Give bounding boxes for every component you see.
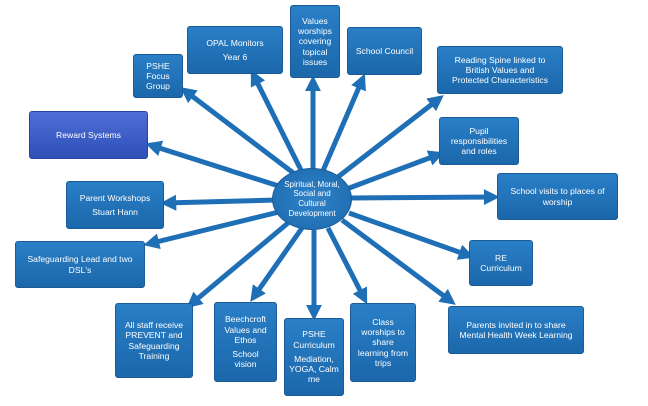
node-text: PREVENT and: [125, 330, 183, 341]
node-text: Curriculum: [480, 263, 522, 273]
node-text: Parent Workshops: [79, 192, 151, 203]
arrow-class-worships: [325, 226, 368, 305]
node-text: vision: [234, 359, 257, 370]
node-school-visits: School visits to places of worship: [497, 173, 618, 220]
arrow-parents-invited: [340, 217, 456, 305]
arrow-pshe-focus: [180, 87, 302, 180]
arrow-reward: [145, 140, 286, 191]
arrow-all-staff: [186, 221, 290, 309]
node-all-staff: All staff receive PREVENT and Safeguardi…: [115, 303, 193, 378]
node-text: Safeguarding: [128, 340, 180, 351]
arrow-beechcroft: [250, 226, 305, 302]
node-text: Reading Spine linked to: [454, 54, 546, 65]
node-text: trips: [374, 357, 392, 368]
node-text: worship: [542, 196, 573, 207]
arrow-parent-workshops: [160, 194, 277, 211]
node-text: and roles: [461, 146, 497, 157]
node-text: British Values and: [465, 64, 535, 75]
node-text: Training: [138, 350, 170, 361]
node-text: School: [232, 349, 259, 360]
node-opal: OPAL Monitors Year 6: [187, 26, 283, 74]
arrow-opal: [250, 69, 306, 176]
node-text: Values: [302, 15, 328, 26]
node-text: Stuart Hann: [92, 207, 138, 217]
node-text: Safeguarding Lead and two: [27, 254, 133, 265]
arrow-reading-spine: [332, 95, 444, 182]
node-text: All staff receive: [124, 319, 184, 330]
node-pshe-focus: PSHE Focus Group: [133, 54, 183, 98]
arrow-pupil-resp: [343, 150, 445, 193]
node-text: YOGA, Calm: [289, 364, 339, 375]
node-text: Parents invited in to share: [466, 319, 566, 330]
node-reward: Reward Systems: [29, 111, 148, 159]
node-reading-spine: Reading Spine linked to British Values a…: [437, 46, 563, 94]
arrow-school-council: [319, 73, 366, 174]
node-text: Year 6: [222, 52, 248, 62]
node-text: topical: [302, 46, 328, 57]
node-text: PSHE: [146, 60, 170, 71]
arrow-re: [348, 210, 475, 260]
node-parents-invited: Parents invited in to share Mental Healt…: [448, 306, 584, 354]
node-text: me: [308, 374, 320, 385]
node-text: Group: [146, 81, 170, 92]
node-text: RE: [495, 252, 507, 263]
node-text: DSL's: [68, 264, 92, 275]
node-re: RE Curriculum: [469, 240, 533, 286]
node-text: OPAL Monitors: [206, 37, 264, 48]
node-pshe-curriculum: PSHE Curriculum Mediation, YOGA, Calm me: [284, 318, 344, 396]
node-text: Mental Health Week Learning: [459, 330, 573, 340]
node-text: Curriculum: [293, 339, 335, 350]
center-hub: Spiritual, Moral, Social and Cultural De…: [272, 168, 352, 230]
node-text: Beechcroft: [224, 314, 267, 325]
node-safeguarding: Safeguarding Lead and two DSL's: [15, 241, 145, 288]
node-text: learning from: [357, 347, 409, 358]
node-text: Values and: [224, 324, 267, 335]
node-text: Ethos: [234, 334, 257, 345]
center-label: Spiritual, Moral, Social and Cultural De…: [284, 179, 340, 218]
arrow-safeguarding: [143, 209, 280, 250]
node-text: worships: [298, 26, 332, 37]
node-text: PSHE: [302, 329, 326, 340]
node-text: School Council: [355, 45, 414, 56]
node-text: Protected Characteristics: [452, 75, 548, 86]
node-text: share: [372, 337, 394, 348]
node-pupil-resp: Pupil responsibilities and roles: [439, 117, 519, 165]
node-text: worships to: [361, 327, 405, 338]
node-school-council: School Council: [347, 27, 422, 75]
node-parent-workshops: Parent Workshops Stuart Hann: [66, 181, 164, 229]
node-beechcroft: Beechcroft Values and Ethos School visio…: [214, 302, 277, 382]
node-text: Mediation,: [294, 353, 334, 364]
node-text: Focus: [146, 70, 170, 81]
node-text: Pupil: [469, 125, 489, 136]
node-class-worships: Class worships to share learning from tr…: [350, 303, 416, 382]
node-text: responsibilities: [450, 135, 508, 146]
node-text: covering: [298, 36, 332, 47]
node-values-worships: Values worships covering topical issues: [290, 5, 340, 78]
arrow-school-visits: [349, 189, 500, 206]
node-text: Class: [372, 316, 394, 327]
node-text: issues: [302, 56, 328, 67]
node-text: Reward Systems: [56, 129, 121, 140]
node-text: School visits to places of: [510, 186, 605, 197]
